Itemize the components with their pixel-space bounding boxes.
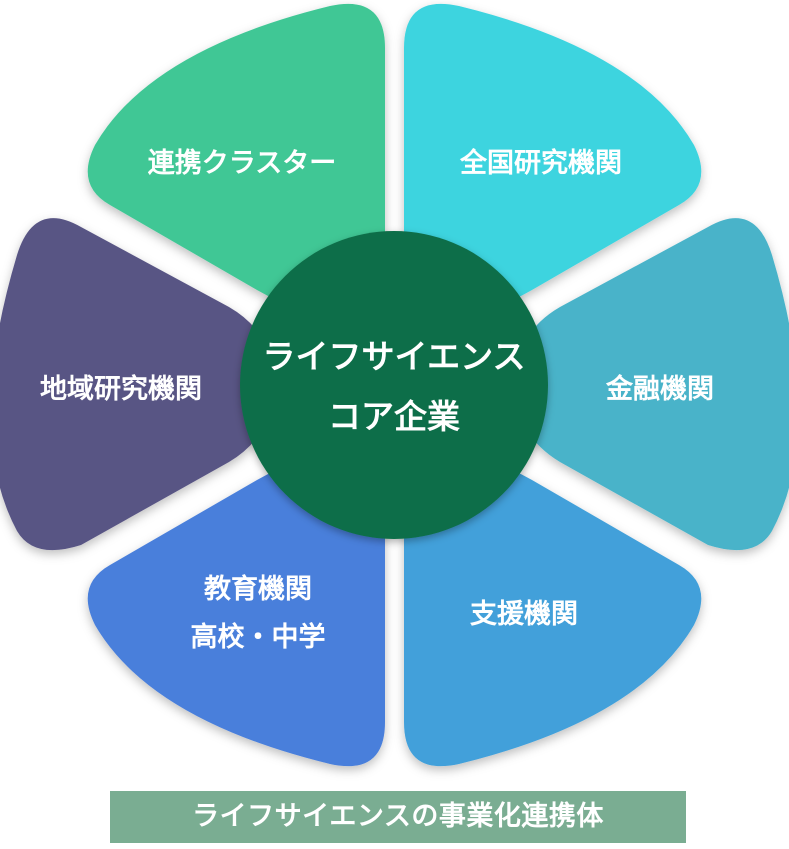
petal-education bbox=[87, 455, 386, 767]
petal-national-research bbox=[404, 3, 702, 316]
label-line: 地域研究機関 bbox=[40, 373, 202, 405]
petal-label-regional-research: 地域研究機関 bbox=[40, 373, 202, 405]
petal-finance bbox=[515, 218, 789, 551]
label-line: 全国研究機関 bbox=[459, 147, 622, 179]
petal-support bbox=[404, 455, 702, 767]
label-line: 高校・中学 bbox=[191, 621, 326, 653]
label-line: コア企業 bbox=[328, 397, 460, 436]
label-line: 支援機関 bbox=[470, 599, 578, 630]
petal-label-education: 教育機関高校・中学 bbox=[191, 573, 326, 653]
label-line: ライフサイエンス bbox=[262, 337, 525, 376]
petal-label-finance: 金融機関 bbox=[605, 373, 714, 405]
petal-label-national-research: 全国研究機関 bbox=[459, 147, 622, 179]
label-line: 金融機関 bbox=[605, 373, 714, 405]
label-line: 教育機関 bbox=[204, 573, 312, 605]
petal-label-support: 支援機関 bbox=[470, 599, 578, 630]
caption-banner: ライフサイエンスの事業化連携体 bbox=[110, 791, 686, 843]
petal-clusters bbox=[87, 3, 386, 316]
center-hub bbox=[240, 231, 548, 539]
petal-label-clusters: 連携クラスター bbox=[148, 148, 336, 179]
center-label: ライフサイエンスコア企業 bbox=[262, 337, 525, 436]
label-line: 連携クラスター bbox=[148, 148, 336, 179]
petal-regional-research bbox=[0, 218, 274, 551]
